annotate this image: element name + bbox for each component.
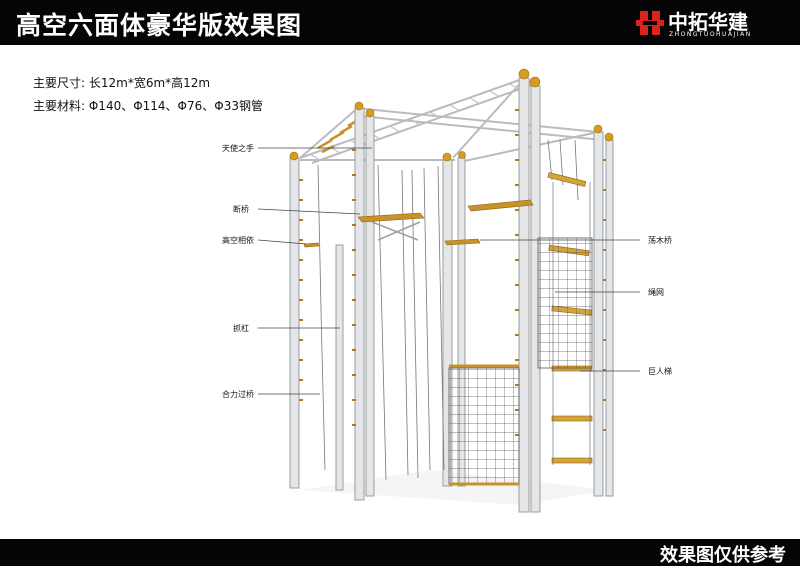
brand-logo-icon [636, 11, 664, 35]
spec-size: 主要尺寸: 长12m*宽6m*高12m [33, 76, 211, 90]
top-frame [299, 77, 604, 164]
brand-subtitle: ZHONGTUOHUAJIAN [669, 31, 752, 38]
label-angel-hand: 天使之手 [222, 144, 254, 153]
label-grab-bar: 抓杠 [233, 324, 249, 333]
page-title: 高空六面体豪华版效果图 [16, 11, 303, 40]
header-bar: 高空六面体豪华版效果图 中拓华建 ZHONGTUOHUAJIAN [0, 0, 800, 45]
label-high-altitude: 高空相依 [222, 236, 254, 245]
label-teamwork-bridge: 合力过桥 [222, 390, 254, 399]
broken-bridge [303, 199, 534, 248]
label-rope-net: 绳网 [648, 288, 664, 297]
footer-disclaimer: 效果图仅供参考 [660, 545, 786, 566]
label-broken-bridge: 断桥 [233, 205, 249, 214]
label-wood-bridge: 荡木桥 [648, 236, 672, 245]
structure-illustration [257, 68, 640, 513]
brand-name: 中拓华建 [668, 10, 748, 34]
spec-material: 主要材料: Φ140、Φ114、Φ76、Φ33钢管 [33, 99, 263, 113]
poles [289, 77, 614, 513]
footer-bar: 效果图仅供参考 [0, 539, 800, 566]
brand: 中拓华建 ZHONGTUOHUAJIAN [636, 5, 786, 41]
label-giant-ladder: 巨人梯 [648, 367, 672, 376]
